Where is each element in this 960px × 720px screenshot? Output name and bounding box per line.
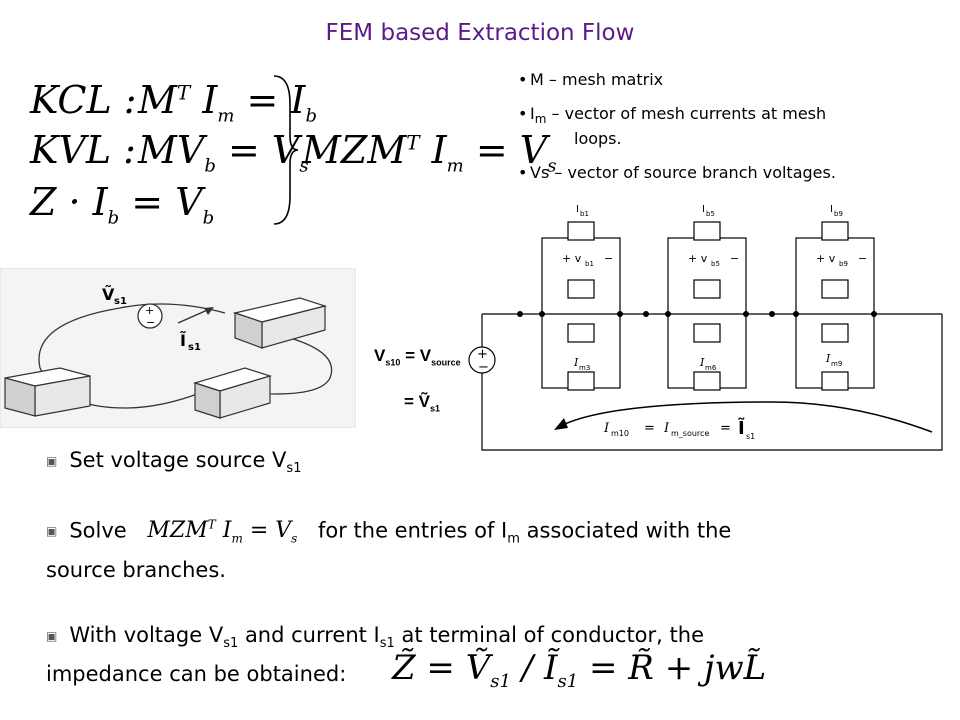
impedance-equation: Z̃ = Ṽs1 / Ĩs1 = R̃ + jwL̃ — [392, 648, 767, 692]
vs1-label: = Ṽs1 — [404, 392, 441, 414]
svg-text:b5: b5 — [706, 210, 715, 218]
svg-text:−: − — [604, 252, 613, 265]
svg-text:b9: b9 — [839, 260, 848, 268]
svg-text:+ v: + v — [688, 252, 708, 265]
svg-text:s1: s1 — [188, 342, 201, 353]
step-3: ▣With voltage Vs1 and current Is1 at ter… — [46, 623, 704, 687]
svg-text:I: I — [825, 352, 831, 365]
conductor-illustration: + − Ṽ s1 Ĩ s1 — [0, 268, 356, 428]
bullet-icon: ▣ — [46, 523, 58, 538]
bullet-item: M – mesh matrix — [518, 70, 938, 90]
svg-text:−: − — [858, 252, 867, 265]
svg-text:b5: b5 — [711, 260, 720, 268]
bullet-icon: ▣ — [46, 453, 58, 468]
svg-text:b1: b1 — [585, 260, 594, 268]
svg-text:I: I — [830, 204, 833, 215]
bullet-icon: ▣ — [46, 628, 58, 643]
svg-text:−: − — [730, 252, 739, 265]
kvl-equation: MVb = Vs — [138, 128, 309, 177]
svg-text:Ĩ: Ĩ — [738, 416, 745, 439]
bullet-item: Vs – vector of source branch voltages. — [518, 163, 938, 183]
kvl-label: KVL : — [30, 128, 136, 172]
svg-text:+: + — [145, 304, 154, 317]
svg-text:+ v: + v — [562, 252, 582, 265]
i-s1-label: Ĩ — [180, 331, 186, 350]
svg-text:m_source: m_source — [671, 429, 709, 438]
svg-text:+ v: + v — [816, 252, 836, 265]
svg-text:+: + — [477, 347, 488, 362]
svg-text:I: I — [573, 356, 579, 369]
svg-text:=: = — [720, 421, 731, 436]
svg-text:−: − — [478, 360, 489, 375]
svg-text:I: I — [702, 204, 705, 215]
svg-text:b1: b1 — [580, 210, 589, 218]
bullet-item: Im – vector of mesh currents at meshloop… — [518, 104, 938, 149]
voltage-source-icon — [468, 346, 496, 374]
z-equation: Z · Ib = Vb — [30, 180, 215, 229]
solve-equation: MZMT Im = Vs — [147, 518, 298, 546]
svg-text:I: I — [603, 421, 610, 436]
svg-text:m10: m10 — [611, 429, 629, 438]
definition-list: M – mesh matrix Im – vector of mesh curr… — [518, 70, 938, 197]
v-s1-label: Ṽ — [102, 285, 115, 304]
slide-title: FEM based Extraction Flow — [325, 20, 635, 46]
vs10-label: Vs10 = Vsource — [374, 346, 461, 368]
svg-text:=: = — [644, 421, 655, 436]
step-2: ▣Solve MZMT Im = Vs for the entries of I… — [46, 518, 732, 582]
svg-text:m3: m3 — [579, 364, 590, 372]
svg-text:s1: s1 — [114, 296, 127, 307]
svg-text:I: I — [576, 204, 579, 215]
svg-text:−: − — [146, 316, 155, 329]
kcl-equation: MT Im = Ib — [138, 78, 317, 127]
step-1: ▣Set voltage source Vs1 — [46, 448, 302, 477]
svg-text:I: I — [663, 421, 670, 436]
svg-text:I: I — [699, 356, 705, 369]
right-brace-icon — [273, 75, 299, 225]
svg-text:b9: b9 — [834, 210, 843, 218]
svg-text:s1: s1 — [746, 432, 755, 441]
svg-text:m6: m6 — [705, 364, 717, 372]
kcl-label: KCL : — [30, 78, 137, 122]
svg-text:m9: m9 — [831, 360, 842, 368]
